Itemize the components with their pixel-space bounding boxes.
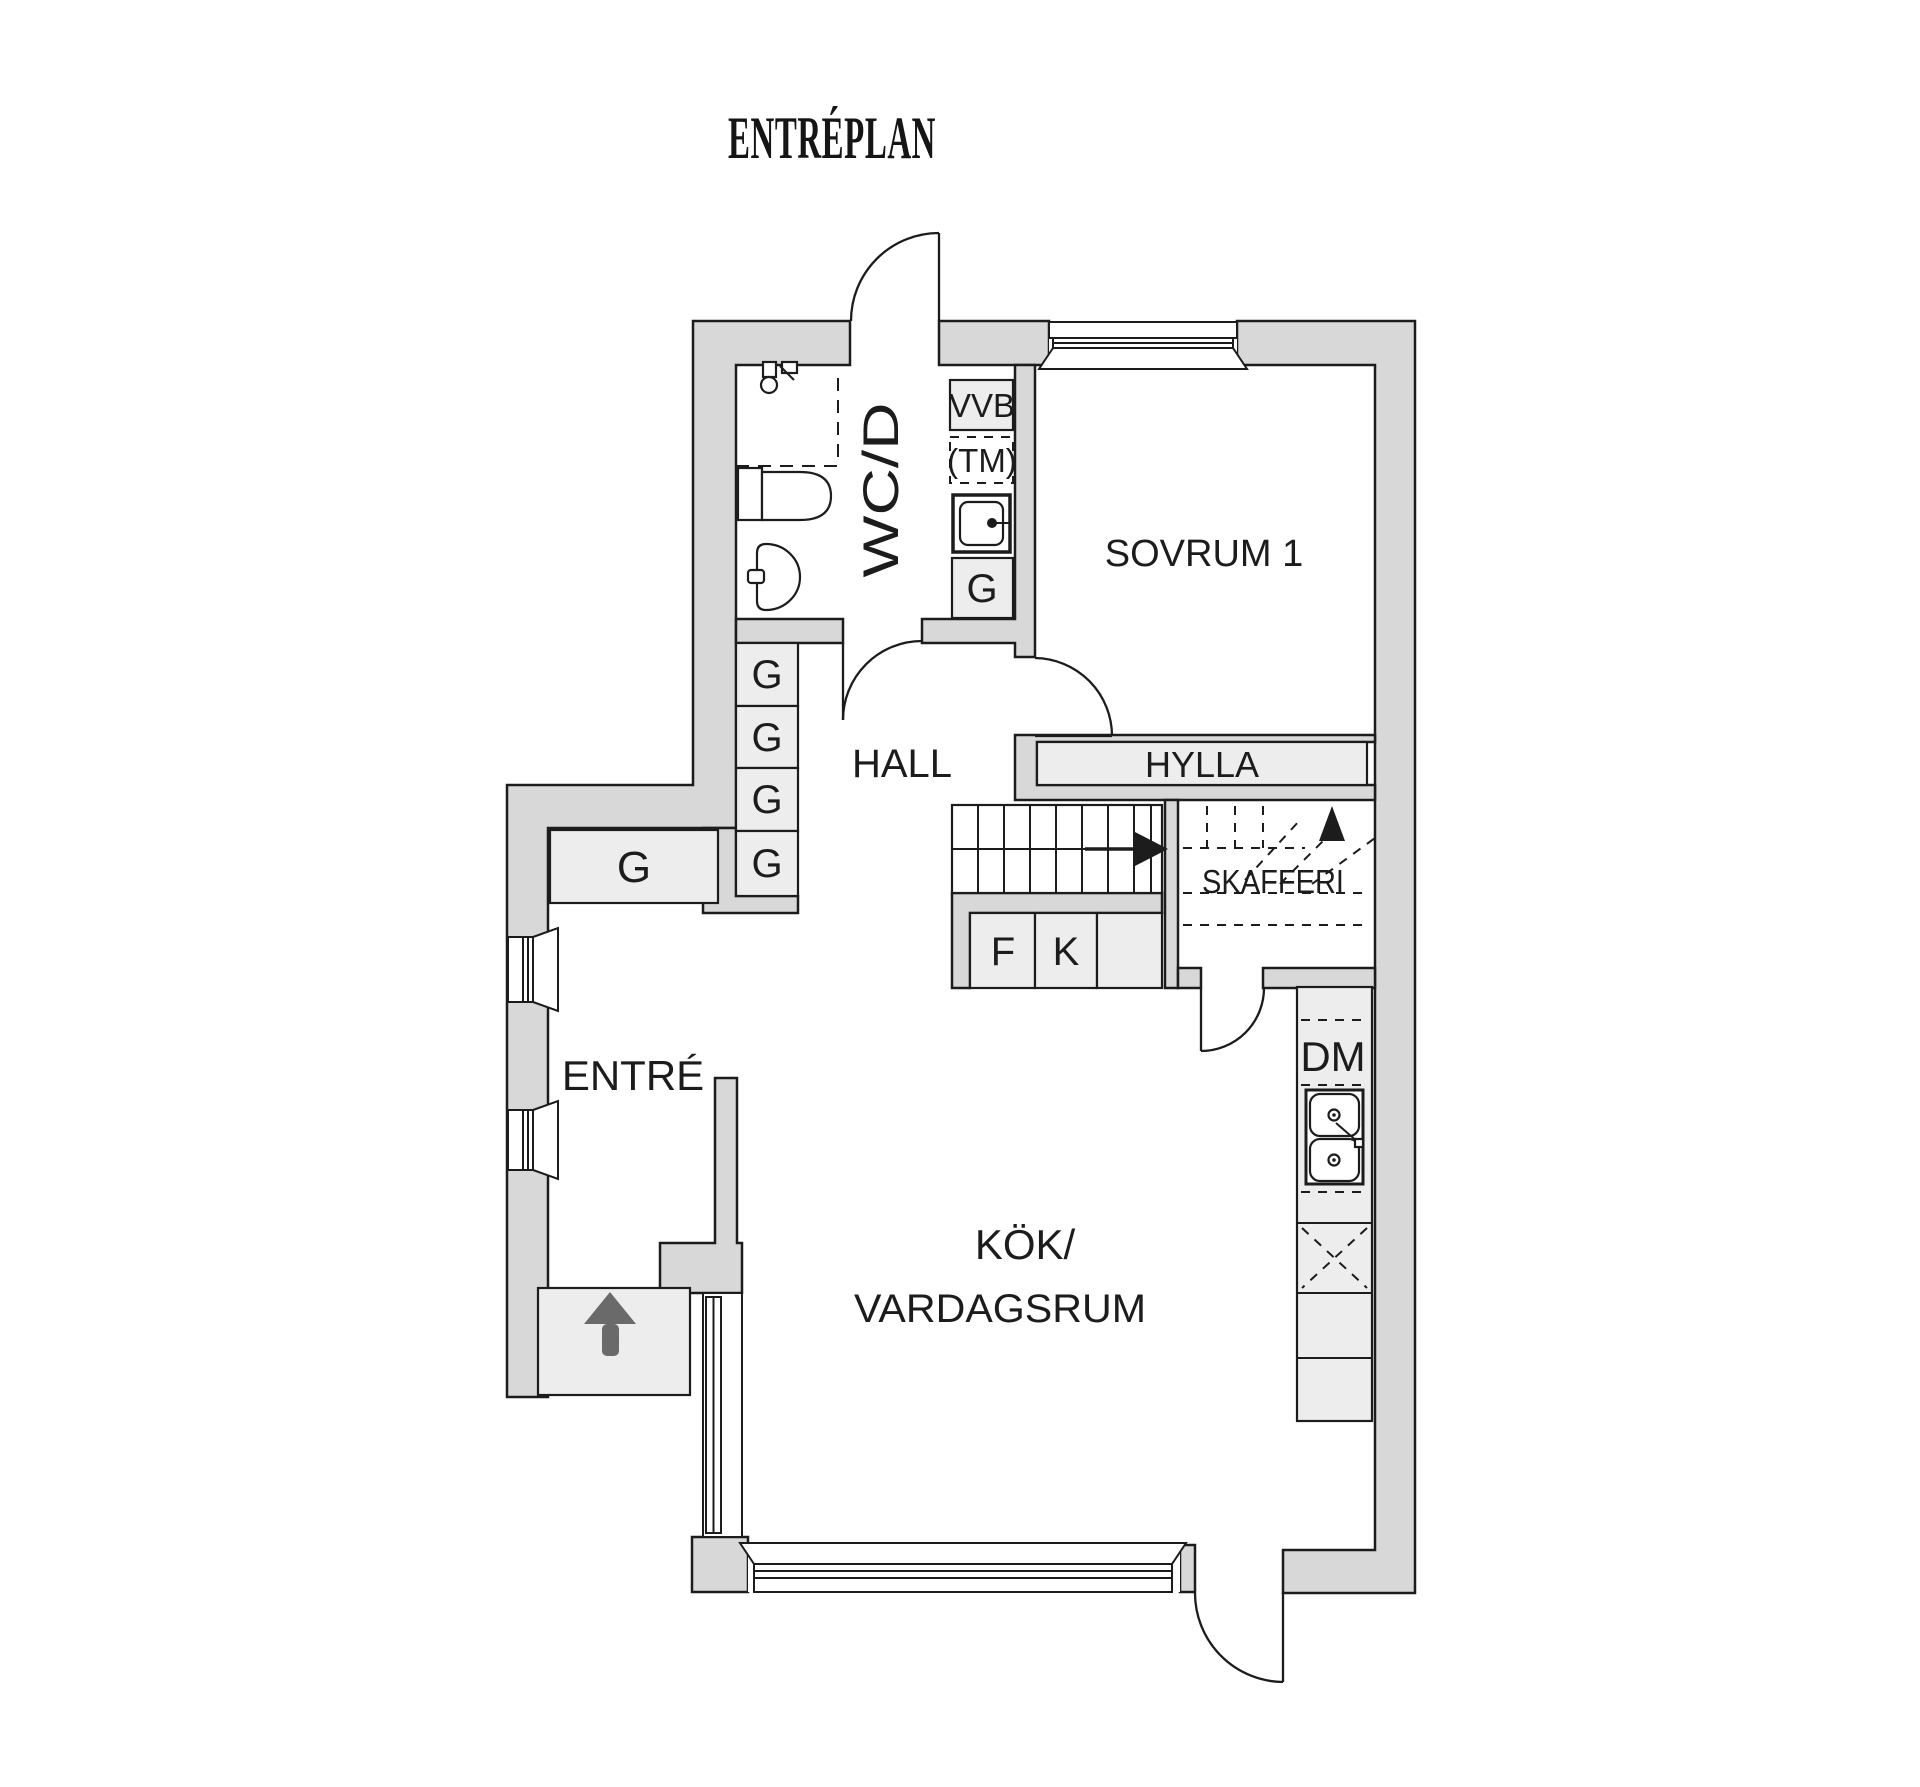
furniture bbox=[536, 378, 1374, 1423]
bathroom bbox=[736, 360, 1012, 612]
label-g2: G bbox=[751, 716, 782, 760]
labels: ENTRÉPLAN SOVRUM 1 HALL WC/D ENTRÉ KÖK/ … bbox=[562, 105, 1366, 1331]
label-k: K bbox=[1053, 930, 1080, 974]
closet-g3 bbox=[734, 766, 800, 833]
wall-bottomleft-corner bbox=[690, 1535, 750, 1594]
label-g-entre: G bbox=[617, 843, 651, 892]
wall-top-mid bbox=[937, 319, 1051, 367]
label-wc: WC/D bbox=[853, 403, 909, 578]
label-sovrum: SOVRUM 1 bbox=[1105, 533, 1303, 575]
closet-g4 bbox=[734, 829, 800, 898]
closet-g2 bbox=[734, 704, 800, 770]
stairs-up-arrow bbox=[1319, 806, 1345, 841]
laundry-sink-icon bbox=[951, 493, 1012, 554]
wall-wc-bottom-left bbox=[734, 617, 845, 645]
door-south bbox=[1193, 1592, 1285, 1684]
hylla-shelf bbox=[1035, 740, 1369, 787]
label-vardagsrum: VARDAGSRUM bbox=[854, 1287, 1146, 1331]
kitchen-sink-icon bbox=[1304, 1088, 1365, 1186]
door-skafferi bbox=[1199, 987, 1266, 1053]
skafferi-upper-flight-dashes bbox=[1183, 806, 1376, 926]
label-vvb: VVB bbox=[949, 387, 1015, 424]
label-g1: G bbox=[751, 653, 782, 697]
wall-right-side bbox=[1235, 319, 1417, 1595]
label-tm: (TM) bbox=[947, 442, 1017, 479]
wall-entre-kitchen-divider bbox=[658, 1076, 744, 1295]
freezer-box bbox=[1033, 911, 1099, 990]
label-kok: KÖK/ bbox=[975, 1221, 1076, 1268]
closet-g-wc bbox=[950, 556, 1015, 620]
label-g-wc-column: G bbox=[966, 567, 997, 611]
window-west-upper bbox=[507, 926, 559, 1013]
hob-x-marks bbox=[1301, 1227, 1368, 1289]
bathroom-sink-icon bbox=[746, 542, 802, 612]
wall-window-jamb-right bbox=[1178, 1543, 1197, 1594]
closet-g-entre bbox=[548, 828, 720, 905]
wall-skafferi-bottom-right bbox=[1261, 966, 1377, 990]
wall-skafferi-left bbox=[1163, 798, 1180, 990]
wall-skafferi-bottom-left bbox=[1176, 966, 1203, 990]
label-hall: HALL bbox=[852, 742, 952, 786]
label-entre: ENTRÉ bbox=[562, 1052, 704, 1099]
stairs-direction-arrow bbox=[1085, 831, 1168, 867]
label-g4: G bbox=[751, 842, 782, 886]
label-g3: G bbox=[751, 778, 782, 822]
page-title: ENTRÉPLAN bbox=[728, 105, 936, 171]
window-west-lower bbox=[507, 1099, 559, 1181]
windows bbox=[507, 321, 1249, 1593]
door-sovrum bbox=[1034, 656, 1114, 738]
window-entre-divider bbox=[702, 1292, 743, 1538]
tm-reserved-box bbox=[949, 436, 1014, 484]
window-sovrum-north bbox=[1037, 321, 1249, 370]
label-skafferi: SKAFFERI bbox=[1202, 863, 1344, 900]
shower-area-dashes bbox=[736, 378, 839, 467]
door-main-north bbox=[849, 231, 941, 322]
label-dm: DM bbox=[1300, 1033, 1365, 1080]
label-hylla: HYLLA bbox=[1145, 744, 1259, 785]
toilet-icon bbox=[736, 466, 833, 522]
stairs bbox=[950, 803, 1168, 895]
appliance-blank-box bbox=[1095, 911, 1164, 990]
window-south bbox=[738, 1542, 1188, 1593]
label-f: F bbox=[991, 930, 1015, 974]
kitchen-counter bbox=[1295, 985, 1374, 1423]
door-wc bbox=[841, 639, 923, 721]
shower-mixer-icon bbox=[759, 360, 799, 395]
entry-arrow-icon bbox=[584, 1292, 636, 1356]
vvb-unit bbox=[948, 378, 1015, 432]
kitchen-counter-details bbox=[1297, 1019, 1372, 1359]
